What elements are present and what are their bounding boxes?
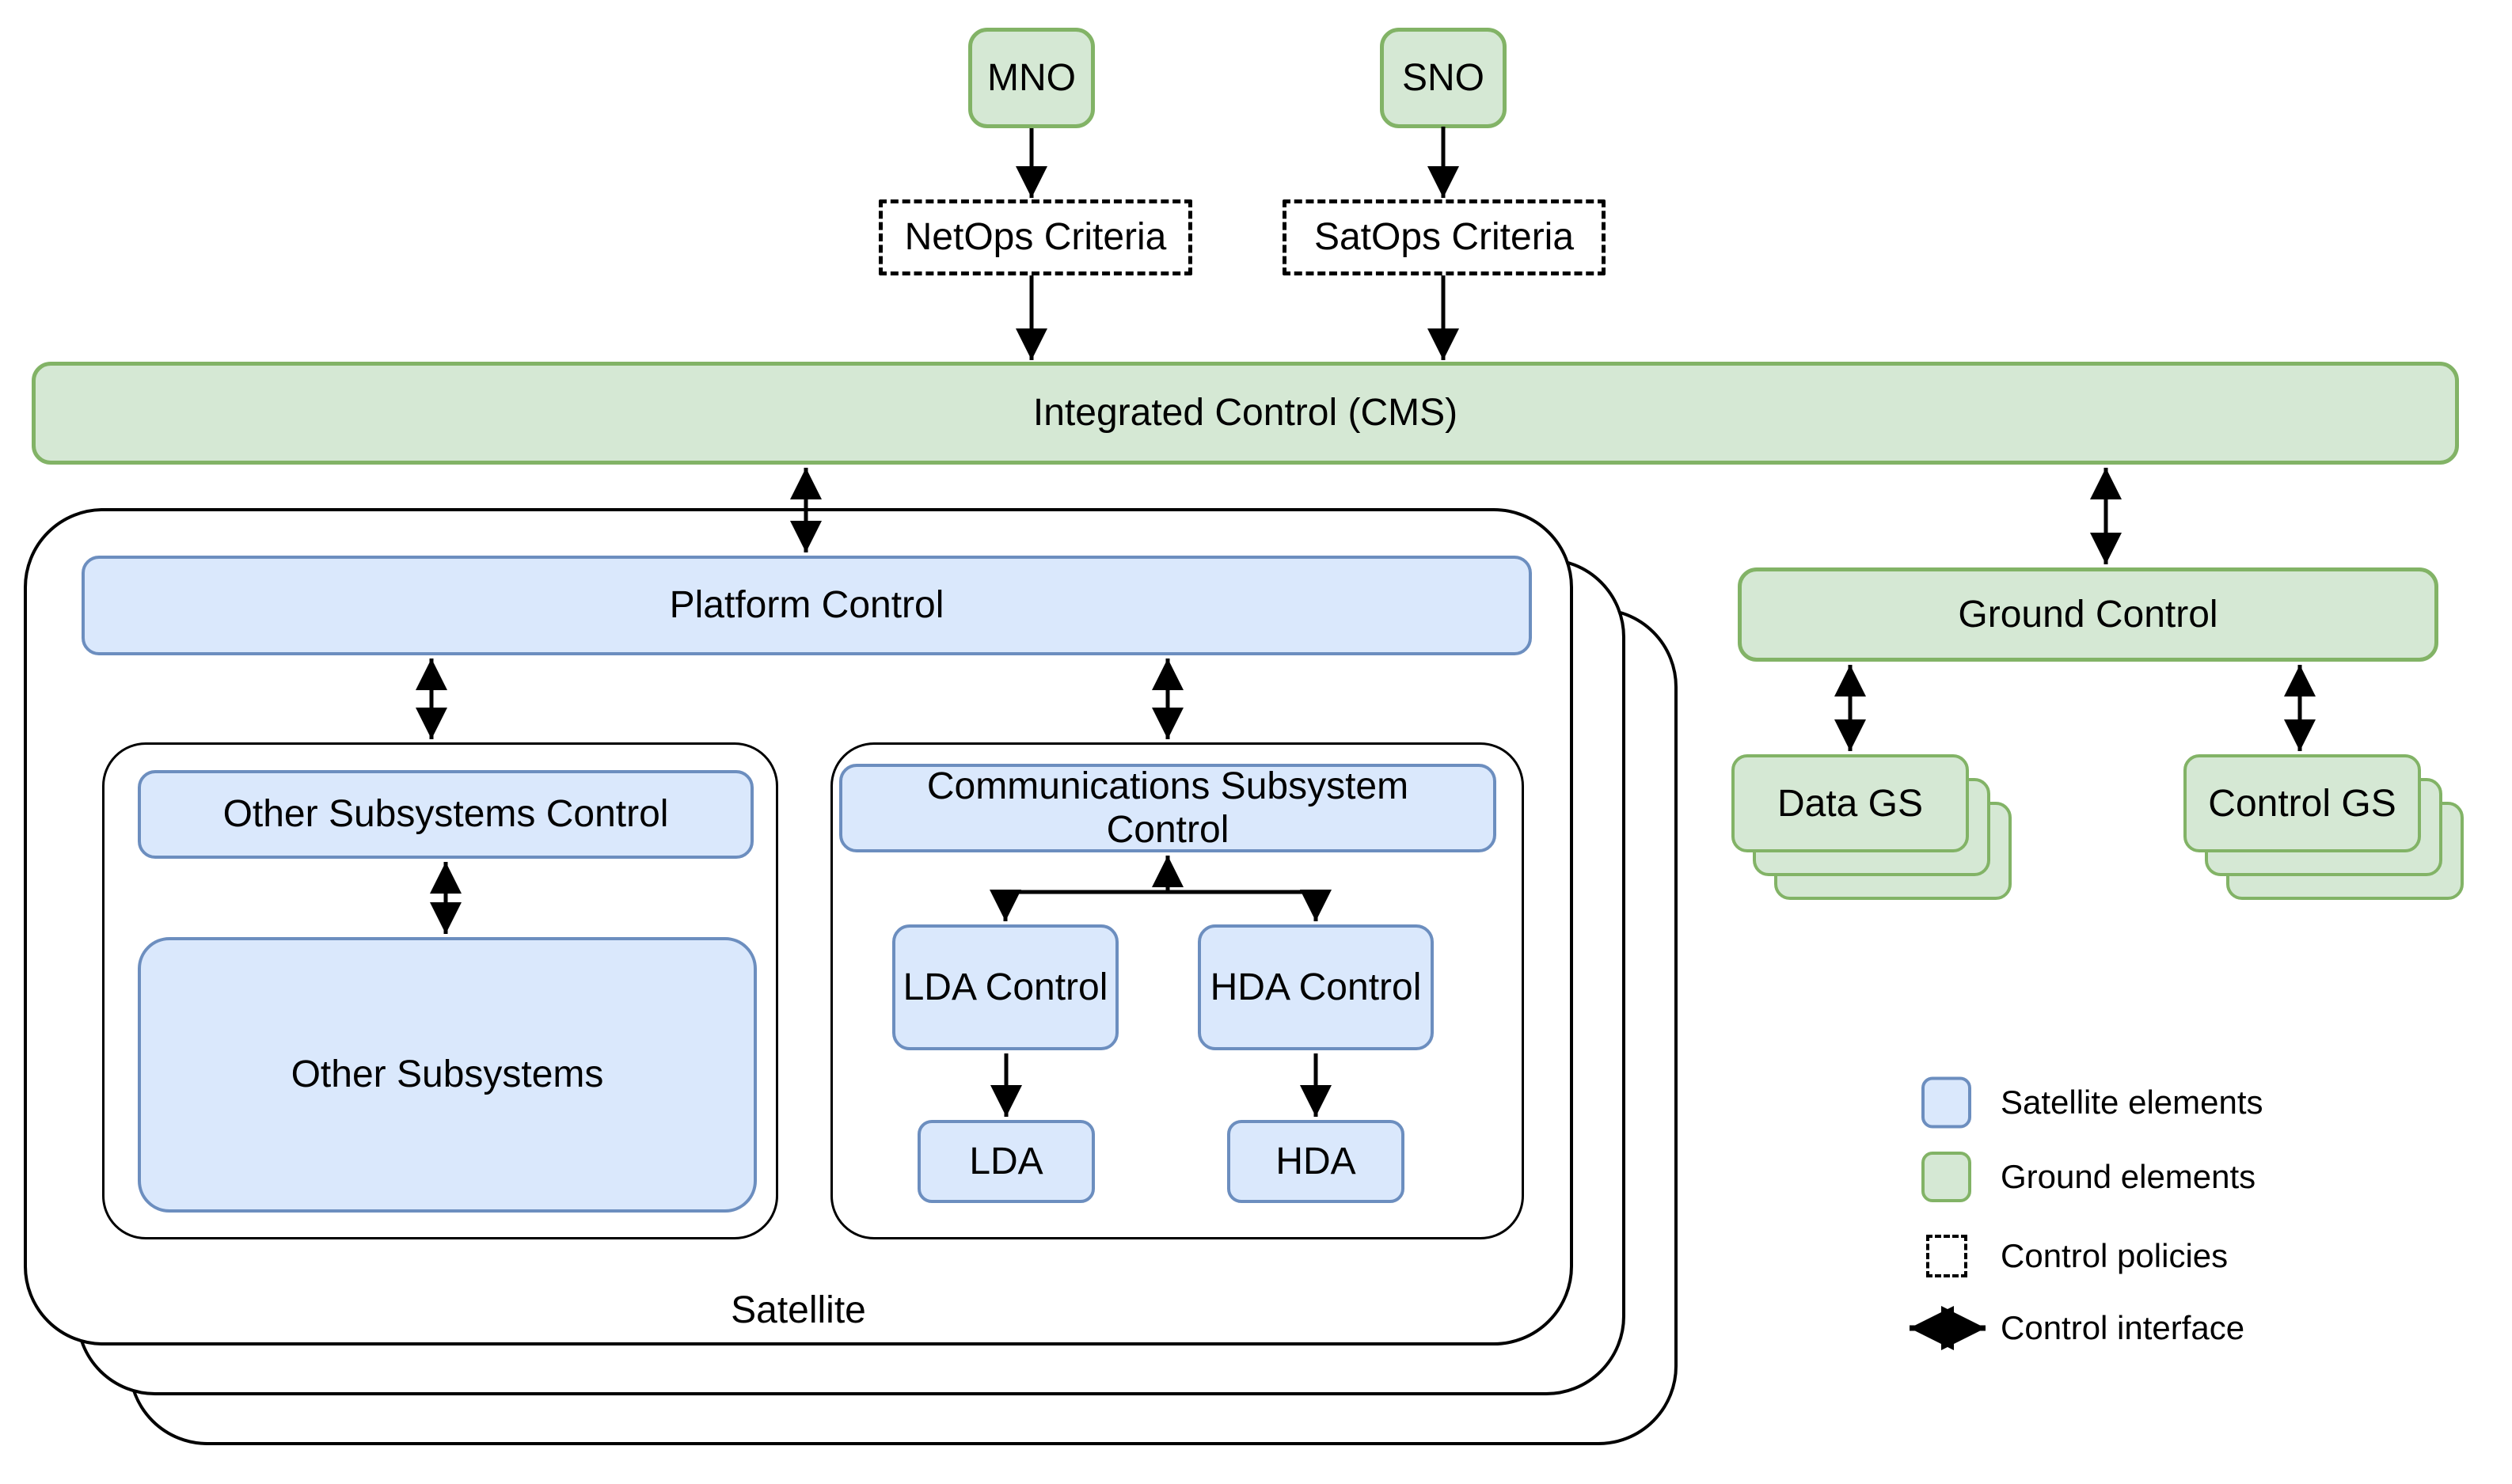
lda-control-node: LDA Control — [892, 924, 1119, 1050]
other-subsystems-control-node: Other Subsystems Control — [138, 770, 754, 859]
mno-node: MNO — [968, 28, 1095, 128]
hda-control-node: HDA Control — [1198, 924, 1434, 1050]
sno-node: SNO — [1380, 28, 1507, 128]
control-policies-swatch-icon — [1926, 1235, 1967, 1277]
legend-control-policies-label: Control policies — [2001, 1237, 2229, 1274]
netops-criteria-node: NetOps Criteria — [879, 199, 1192, 275]
legend-satellite-elements-label: Satellite elements — [2001, 1084, 2263, 1121]
platform-control-node: Platform Control — [82, 556, 1532, 655]
communications-subsystem-control-node: Communications Subsystem Control — [839, 764, 1496, 852]
hda-node: HDA — [1227, 1120, 1404, 1203]
satellite-label: Satellite — [731, 1289, 866, 1331]
ground-element-swatch-icon — [1921, 1152, 1971, 1202]
other-subsystems-node: Other Subsystems — [138, 937, 757, 1213]
legend-ground-elements-label: Ground elements — [2001, 1158, 2256, 1195]
satops-criteria-node: SatOps Criteria — [1283, 199, 1606, 275]
control-gs-node: Control GS — [2183, 754, 2421, 852]
lda-node: LDA — [918, 1120, 1095, 1203]
legend-control-interface-label: Control interface — [2001, 1309, 2245, 1346]
integrated-control-cms-node: Integrated Control (CMS) — [32, 362, 2459, 465]
ground-control-node: Ground Control — [1738, 567, 2438, 662]
satellite-element-swatch-icon — [1921, 1076, 1971, 1129]
data-gs-node: Data GS — [1731, 754, 1969, 852]
